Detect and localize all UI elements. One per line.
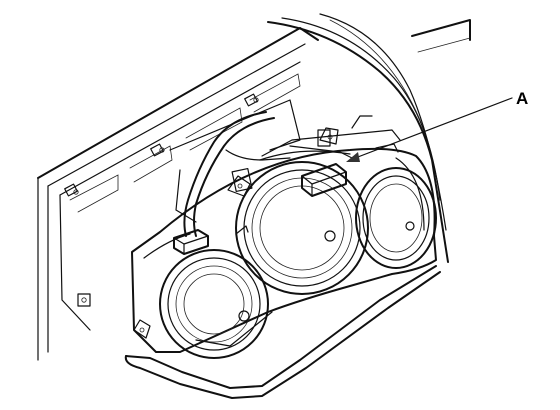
dashboard-panel — [37, 27, 319, 361]
right-gauge — [355, 167, 437, 269]
wire-harness — [183, 111, 357, 237]
cluster-bezel — [131, 147, 437, 353]
mounting-tabs — [133, 127, 399, 339]
left-connector — [173, 229, 209, 255]
callout-a: A — [346, 89, 528, 162]
connector-a — [301, 163, 347, 197]
callout-a-label: A — [516, 89, 528, 108]
side-trim — [267, 13, 471, 263]
bottom-tray — [124, 265, 441, 399]
left-gauge — [159, 249, 269, 359]
